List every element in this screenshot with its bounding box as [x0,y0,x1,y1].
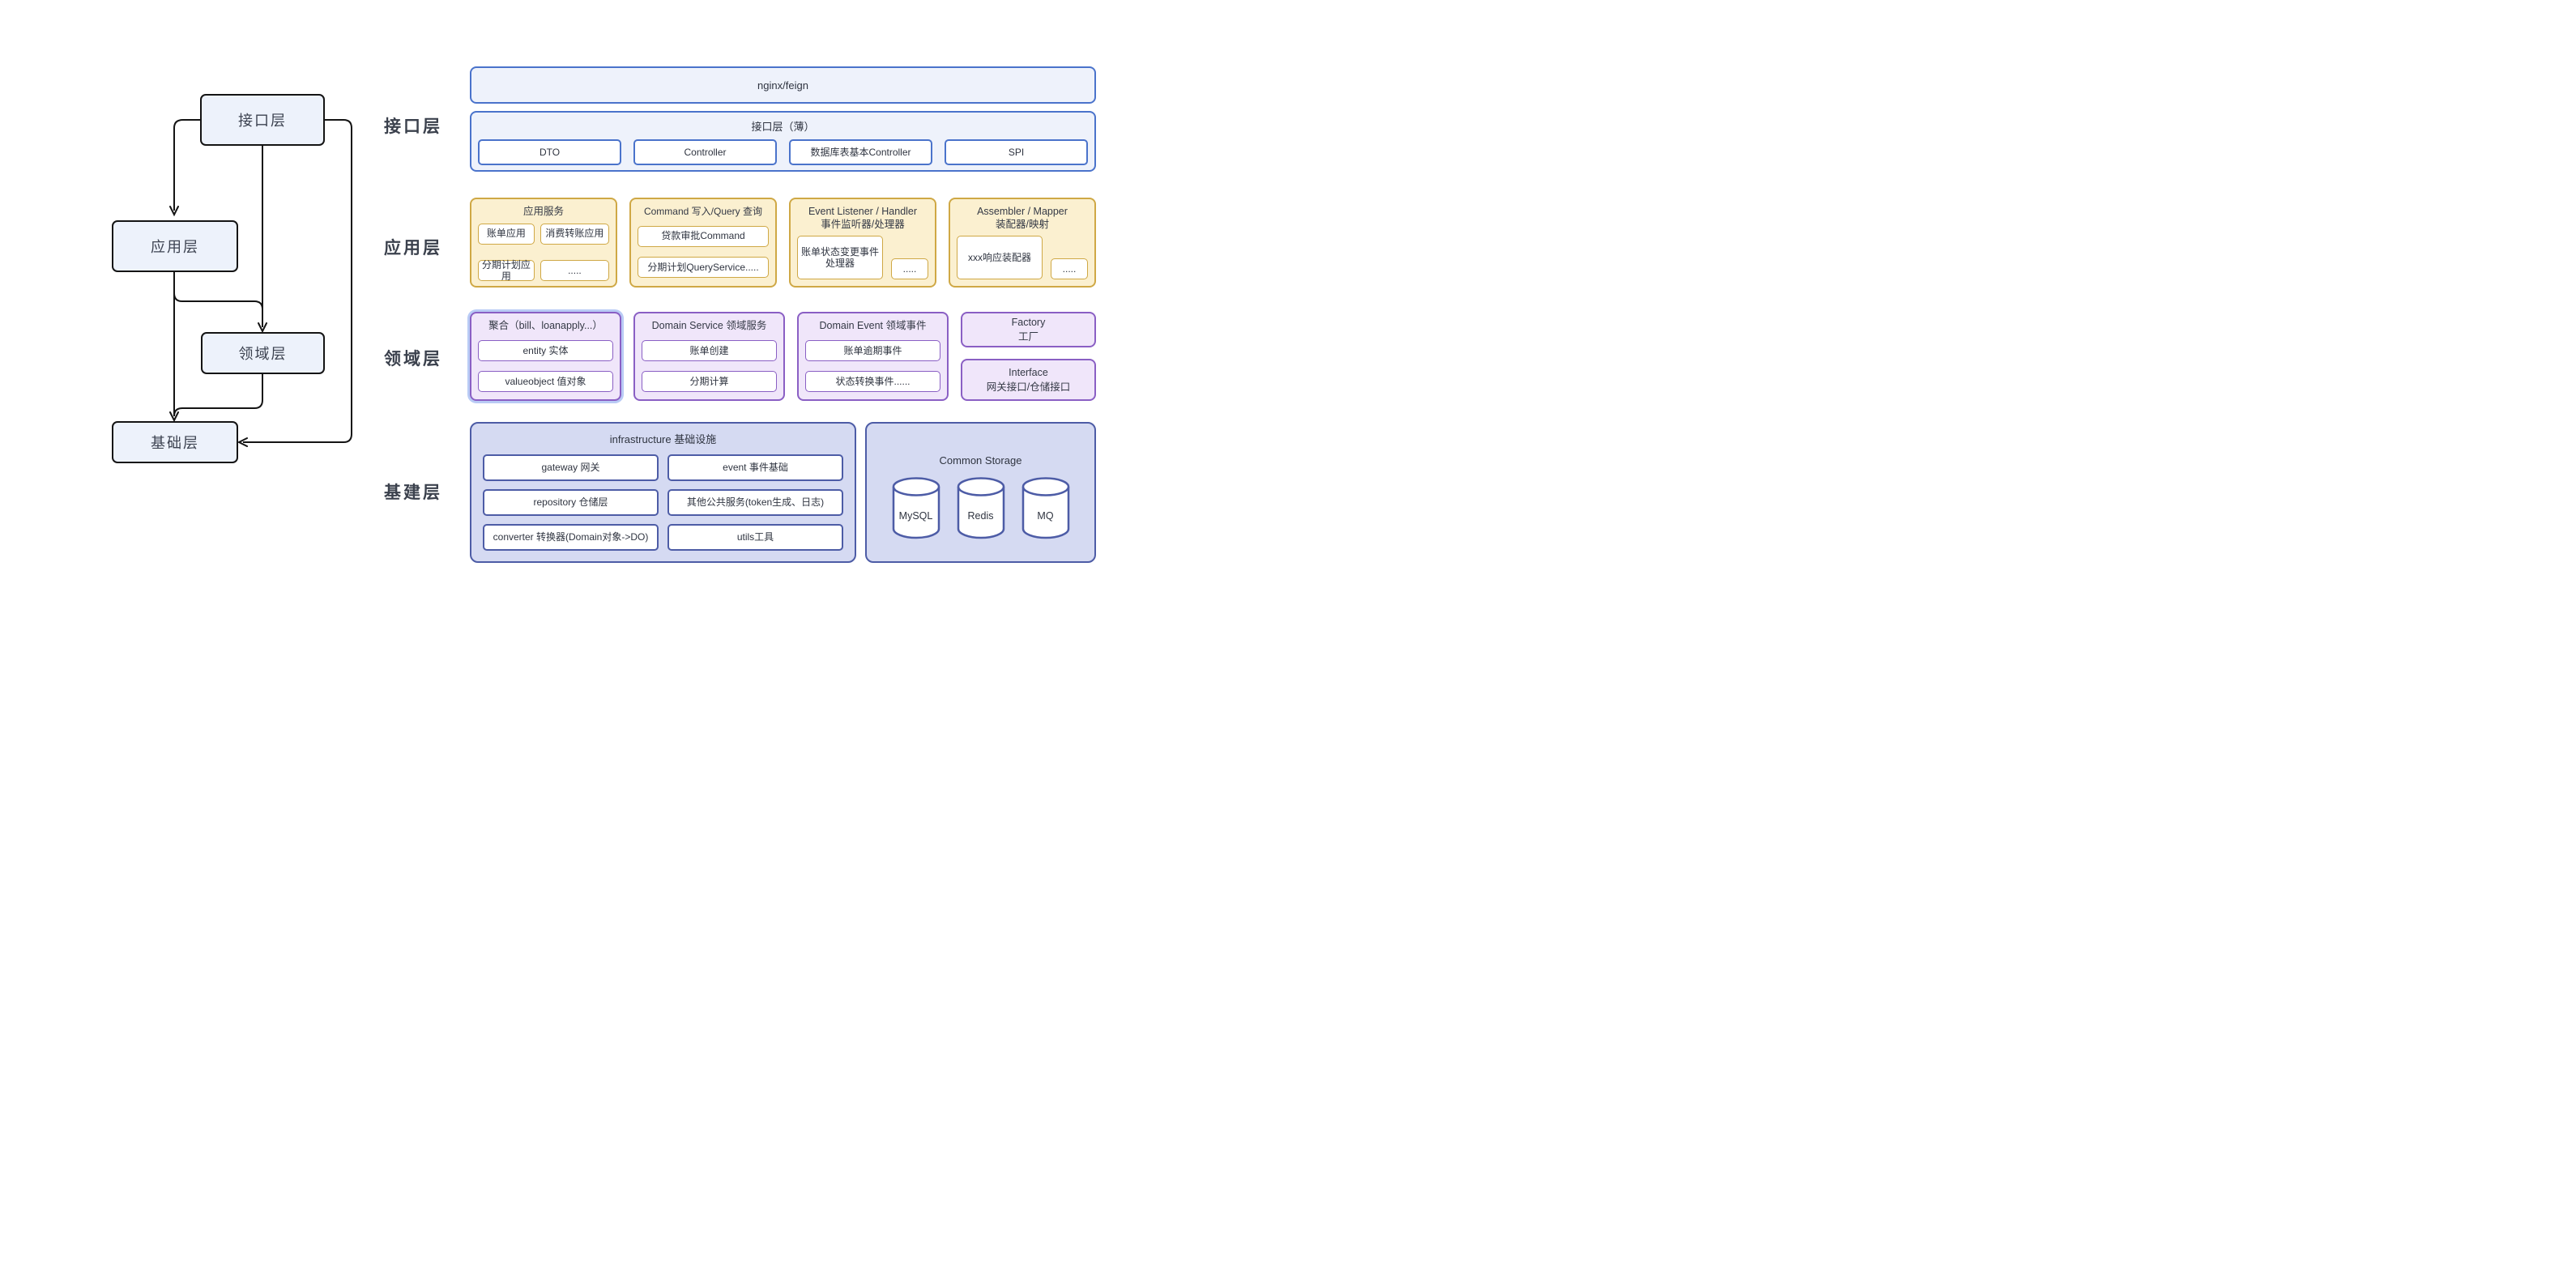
app-item-xxx-response-assembler[interactable]: xxx响应装配器 [957,236,1043,279]
card-title: Event Listener / Handler 事件监听器/处理器 [808,206,918,230]
app-card-application-services[interactable]: 应用服务 账单应用 消费转账应用 分期计划应用 ..... [470,198,617,288]
flowchart-node-application[interactable]: 应用层 [112,220,238,272]
app-item-bill-app[interactable]: 账单应用 [478,223,535,245]
database-cylinder-shape [957,477,1004,539]
infrastructure-title: infrastructure 基础设施 [609,433,717,445]
domain-item-entity[interactable]: entity 实体 [478,339,613,361]
infra-item-utils[interactable]: utils工具 [667,524,843,551]
domain-card-domain-service[interactable]: Domain Service 领域服务 账单创建 分期计算 [633,312,785,401]
domain-card-factory[interactable]: Factory 工厂 [961,312,1096,347]
row-label-application-layer: 应用层 [384,239,442,258]
row-label-domain-layer: 领域层 [384,350,442,369]
flowchart-node-infrastructure[interactable]: 基础层 [112,421,238,463]
infra-item-gateway[interactable]: gateway 网关 [483,454,659,481]
flowchart-node-label: 基础层 [151,435,199,451]
domain-card-interface[interactable]: Interface 网关接口/仓储接口 [961,359,1096,401]
row-label-interface-layer: 接口层 [384,117,442,136]
card-title: Domain Service 领域服务 [651,320,767,331]
flowchart-node-label: 应用层 [151,239,199,255]
infra-item-converter[interactable]: converter 转换器(Domain对象->DO) [483,524,659,551]
card-title: Assembler / Mapper 装配器/映射 [977,206,1068,230]
flowchart-node-label: 接口层 [238,113,287,129]
domain-item-bill-create[interactable]: 账单创建 [642,339,777,361]
card-title: Command 写入/Query 查询 [643,206,763,217]
database-cylinder-shape [1021,477,1069,539]
app-card-event-listener-handler[interactable]: Event Listener / Handler 事件监听器/处理器 账单状态变… [789,198,936,288]
mysql-cylinder-icon[interactable]: MySQL [890,476,942,541]
cylinder-label: MQ [1037,510,1054,522]
card-title: 应用服务 [522,206,564,217]
mq-cylinder-icon[interactable]: MQ [1020,476,1072,541]
common-storage-title: Common Storage [939,454,1022,466]
app-item-more[interactable]: ..... [891,258,928,279]
app-item-more[interactable]: ..... [1051,258,1088,279]
nginx-feign-label: nginx/feign [757,79,808,92]
app-item-installment-queryservice[interactable]: 分期计划QueryService..... [638,257,769,279]
domain-card-aggregate[interactable]: 聚合（bill、loanapply...） entity 实体 valueobj… [470,312,621,401]
flowchart-node-interface[interactable]: 接口层 [200,94,325,146]
interface-item-db-controller[interactable]: 数据库表基本Controller [789,139,932,165]
interface-layer-title: 接口层（薄） [751,121,815,133]
row-label-infrastructure-layer: 基建层 [384,484,442,502]
domain-item-valueobject[interactable]: valueobject 值对象 [478,370,613,392]
domain-layer-row: 聚合（bill、loanapply...） entity 实体 valueobj… [470,312,1096,401]
nginx-feign-bar[interactable]: nginx/feign [470,66,1096,104]
app-card-assembler-mapper[interactable]: Assembler / Mapper 装配器/映射 xxx响应装配器 ..... [949,198,1096,288]
card-title: 聚合（bill、loanapply...） [488,320,603,331]
cylinder-label: MySQL [898,510,933,522]
app-item-installment-plan-app[interactable]: 分期计划应用 [478,259,535,282]
domain-item-status-transfer-event[interactable]: 状态转换事件...... [805,370,940,392]
domain-item-bill-overdue-event[interactable]: 账单逾期事件 [805,339,940,361]
app-card-command-query[interactable]: Command 写入/Query 查询 贷款审批Command 分期计划Quer… [629,198,777,288]
app-item-loan-approve-command[interactable]: 贷款审批Command [638,225,769,247]
interface-item-controller[interactable]: Controller [633,139,777,165]
domain-side-column: Factory 工厂 Interface 网关接口/仓储接口 [961,312,1096,401]
app-item-consume-transfer-app[interactable]: 消费转账应用 [540,223,609,245]
card-title: Domain Event 领域事件 [819,320,927,331]
infra-item-common-services[interactable]: 其他公共服务(token生成、日志) [667,489,843,516]
domain-card-domain-event[interactable]: Domain Event 领域事件 账单逾期事件 状态转换事件...... [797,312,949,401]
flowchart-node-label: 领域层 [238,346,288,362]
interface-layer-panel[interactable]: 接口层（薄） DTO Controller 数据库表基本Controller S… [470,111,1096,172]
flowchart-connectors [169,119,352,447]
infra-item-event-base[interactable]: event 事件基础 [667,454,843,481]
redis-cylinder-icon[interactable]: Redis [955,476,1007,541]
application-layer-row: 应用服务 账单应用 消费转账应用 分期计划应用 ..... Command 写入… [470,198,1096,288]
domain-item-installment-calc[interactable]: 分期计算 [642,370,777,392]
infrastructure-panel[interactable]: infrastructure 基础设施 gateway 网关 event 事件基… [470,422,856,563]
ddd-architecture-diagram: 接口层 应用层 领域层 基础层 接口层 应用层 领域层 基建层 nginx/fe… [0,0,1288,630]
app-item-more[interactable]: ..... [540,260,609,281]
cylinder-label: Redis [967,510,994,522]
infra-item-repository[interactable]: repository 仓储层 [483,489,659,516]
app-item-bill-status-event-handler[interactable]: 账单状态变更事件处理器 [797,236,883,279]
database-cylinder-shape [892,477,940,539]
flowchart-node-domain[interactable]: 领域层 [201,332,325,374]
interface-item-spi[interactable]: SPI [945,139,1088,165]
interface-item-dto[interactable]: DTO [478,139,621,165]
common-storage-panel[interactable]: Common Storage MySQL Redis [865,422,1096,563]
